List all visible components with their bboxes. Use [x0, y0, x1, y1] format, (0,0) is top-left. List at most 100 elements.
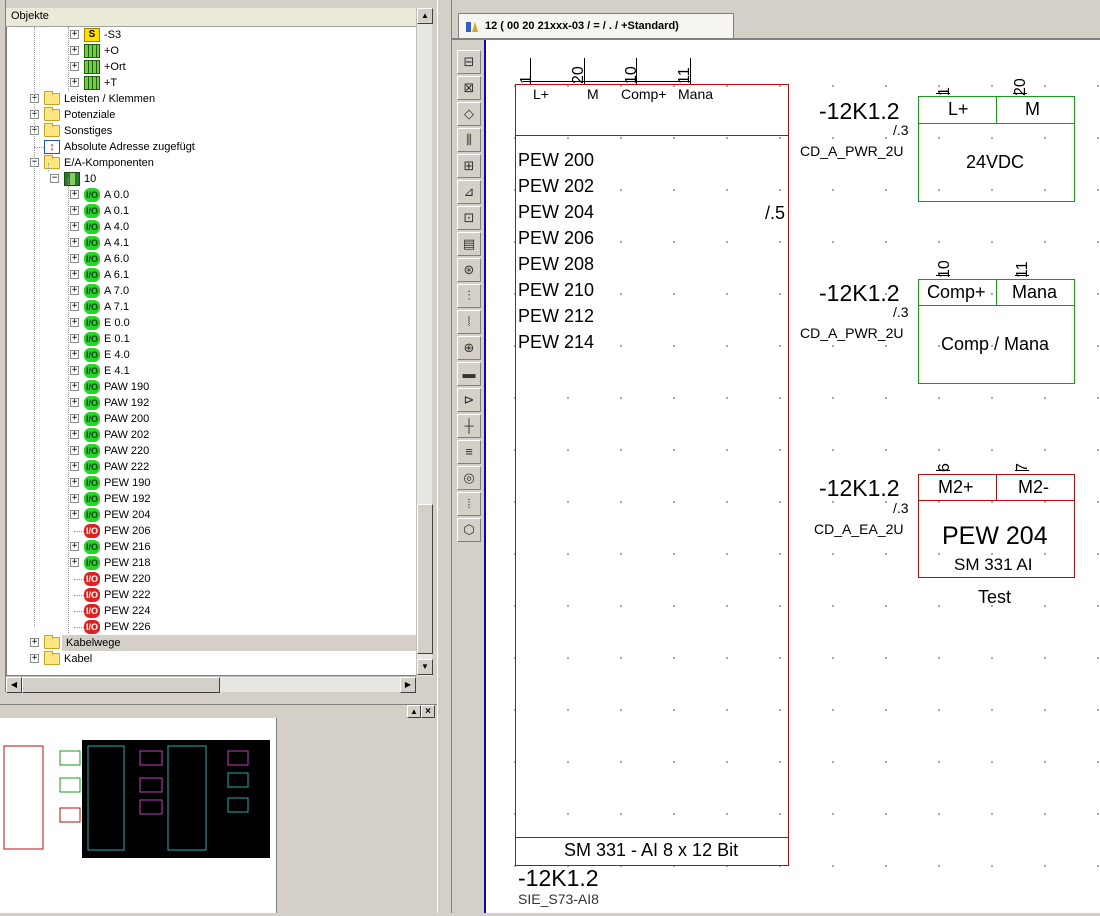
expand-icon[interactable]: + [70, 413, 79, 423]
scroll-thumb[interactable] [417, 504, 433, 654]
hex-icon[interactable]: ⬡ [457, 518, 481, 542]
scroll-up-icon[interactable]: ▲ [417, 8, 433, 24]
tree-item[interactable]: +Kabelwege [6, 635, 416, 651]
block-ref[interactable]: /.3 [893, 122, 909, 138]
io-module-frame[interactable] [515, 84, 789, 866]
expand-icon[interactable]: + [70, 205, 79, 215]
tree-item[interactable]: +Leisten / Klemmen [6, 91, 416, 107]
tree-vertical-scrollbar[interactable]: ▲ ▼ [416, 8, 433, 676]
block-ref[interactable]: /.3 [893, 500, 909, 516]
expand-icon[interactable]: + [70, 477, 79, 487]
overview-canvas[interactable] [0, 718, 277, 913]
expand-icon[interactable]: + [70, 253, 79, 263]
expand-icon[interactable]: + [70, 509, 79, 519]
scroll-down-icon[interactable]: ▼ [417, 659, 433, 675]
diode-icon[interactable]: ⊳ [457, 388, 481, 412]
capacitor-icon[interactable]: ┼ [457, 414, 481, 438]
busbar-icon[interactable]: ⫼ [457, 128, 481, 152]
tree-item[interactable]: +S-S3 [6, 27, 416, 43]
tree-item[interactable]: ++T [6, 75, 416, 91]
tree-horizontal-scrollbar[interactable]: ◀ ▶ [6, 676, 416, 693]
expand-icon[interactable]: + [70, 493, 79, 503]
expand-icon[interactable]: + [70, 77, 79, 87]
expand-icon[interactable]: + [70, 301, 79, 311]
expand-icon[interactable]: + [30, 637, 39, 647]
expand-icon[interactable]: + [70, 349, 79, 359]
terminal-icon[interactable]: ⊡ [457, 206, 481, 230]
coil-icon[interactable]: ⦚ [457, 310, 481, 334]
scroll-right-icon[interactable]: ▶ [400, 677, 416, 693]
expand-icon[interactable]: + [70, 269, 79, 279]
expand-icon[interactable]: + [70, 461, 79, 471]
plc-icon[interactable]: ⊞ [457, 154, 481, 178]
fuse-icon[interactable]: ▬ [457, 362, 481, 386]
expand-icon[interactable]: + [70, 397, 79, 407]
tree-item[interactable]: +Kabel [6, 651, 416, 667]
tree-item[interactable]: +Potenziale [6, 107, 416, 123]
expand-icon[interactable]: + [70, 45, 79, 55]
switch-icon[interactable]: ⊿ [457, 180, 481, 204]
expand-icon[interactable]: + [70, 237, 79, 247]
motor-icon[interactable]: ⊛ [457, 258, 481, 282]
expand-icon[interactable]: + [70, 365, 79, 375]
expand-icon[interactable]: + [70, 557, 79, 567]
close-icon[interactable]: × [421, 705, 435, 718]
expand-icon[interactable]: + [70, 381, 79, 391]
tree-item[interactable]: ↕Absolute Adresse zugefügt [6, 139, 416, 155]
expand-icon[interactable]: + [70, 285, 79, 295]
connector-icon[interactable]: ◇ [457, 102, 481, 126]
expand-icon[interactable]: + [70, 429, 79, 439]
bar-icon[interactable]: ≡ [457, 440, 481, 464]
expand-icon[interactable]: + [70, 541, 79, 551]
cabinet-icon[interactable]: ▤ [457, 232, 481, 256]
spring-icon[interactable]: ⦙ [457, 492, 481, 516]
block-ref[interactable]: /.3 [893, 304, 909, 320]
document-tab[interactable]: 12 ( 00 20 21xxx-03 / = / . / +Standard) [458, 13, 734, 39]
box-icon[interactable]: ⊠ [457, 76, 481, 100]
multi-pin-icon[interactable]: ⫶ [457, 284, 481, 308]
tree-item[interactable]: ++Ort [6, 59, 416, 75]
expand-icon[interactable]: + [30, 653, 39, 663]
expand-icon[interactable]: + [70, 333, 79, 343]
tree-item[interactable]: ++O [6, 43, 416, 59]
scroll-left-icon[interactable]: ◀ [6, 677, 22, 693]
expand-icon[interactable]: + [70, 317, 79, 327]
restore-icon[interactable]: ▲ [407, 705, 421, 718]
tree-item[interactable]: +Sonstiges [6, 123, 416, 139]
device-icon[interactable]: ⊟ [457, 50, 481, 74]
tree-item[interactable]: −E/A-Komponenten [6, 155, 416, 171]
expand-icon[interactable]: + [70, 61, 79, 71]
expand-icon[interactable]: + [70, 445, 79, 455]
collapse-icon[interactable]: − [50, 173, 59, 183]
expand-icon[interactable]: + [70, 189, 79, 199]
panel-splitter[interactable] [437, 0, 452, 913]
expand-icon[interactable]: + [70, 221, 79, 231]
